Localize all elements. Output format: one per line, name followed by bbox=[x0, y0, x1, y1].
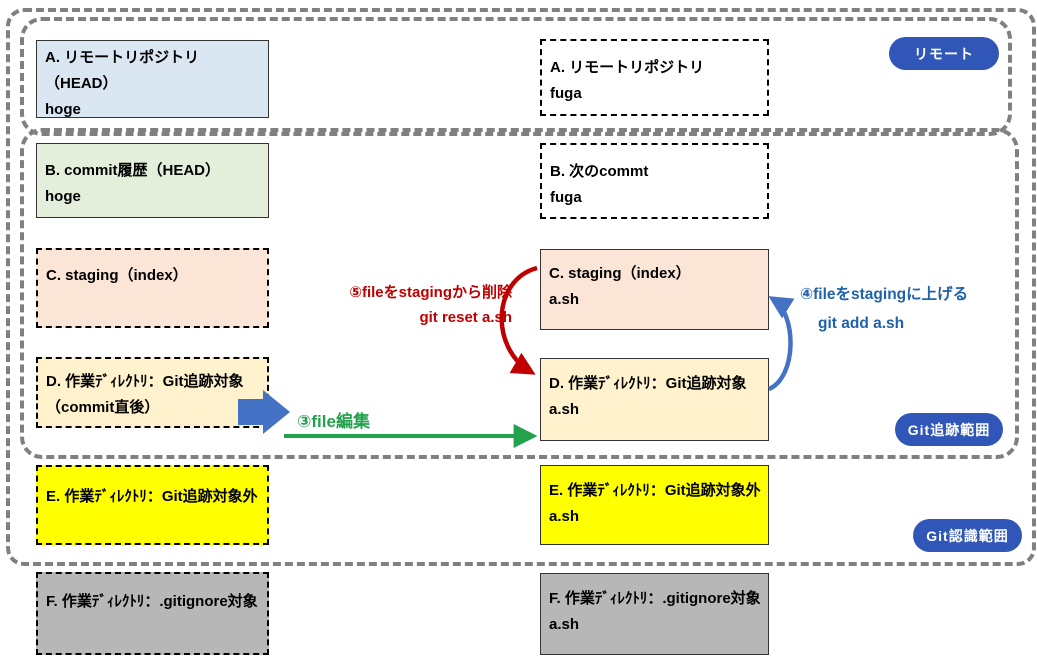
box-commit-history-left: B. commit履歴（HEAD） hoge bbox=[36, 143, 269, 218]
box-workdir-untracked-right: E. 作業ﾃﾞｨﾚｸﾄﾘ：Git追跡対象外 a.sh bbox=[540, 465, 769, 545]
box-remote-repo-right: A. リモートリポジトリ fuga bbox=[540, 39, 769, 116]
box-line: a.sh bbox=[549, 508, 580, 525]
box-line: （commit直後） bbox=[46, 399, 160, 416]
git-reset-command: git reset a.sh bbox=[419, 309, 512, 326]
box-line: （HEAD） bbox=[45, 75, 118, 92]
box-gitignore-right: F. 作業ﾃﾞｨﾚｸﾄﾘ：.gitignore対象 a.sh bbox=[540, 573, 769, 655]
git-recognition-badge: Git認識範囲 bbox=[913, 519, 1022, 552]
box-line: a.sh bbox=[549, 401, 580, 418]
box-line: A. リモートリポジトリ bbox=[550, 59, 705, 76]
box-line: a.sh bbox=[549, 616, 580, 633]
box-next-commit-right: B. 次のcommt fuga bbox=[540, 143, 769, 219]
box-line: a.sh bbox=[549, 291, 580, 308]
box-workdir-untracked-left: E. 作業ﾃﾞｨﾚｸﾄﾘ：Git追跡対象外 bbox=[36, 465, 269, 545]
git-tracking-region bbox=[20, 128, 1019, 459]
git-add-command: git add a.sh bbox=[818, 315, 905, 332]
git-add-annotation: ④fileをstagingに上げる git add a.sh bbox=[800, 280, 968, 338]
box-line: C. staging（index） bbox=[549, 265, 691, 282]
box-line: D. 作業ﾃﾞｨﾚｸﾄﾘ：Git追跡対象 bbox=[46, 373, 244, 390]
remote-badge: リモート bbox=[889, 37, 999, 70]
box-gitignore-left: F. 作業ﾃﾞｨﾚｸﾄﾘ：.gitignore対象 bbox=[36, 572, 269, 655]
box-line: E. 作業ﾃﾞｨﾚｸﾄﾘ：Git追跡対象外 bbox=[549, 482, 761, 499]
box-line: hoge bbox=[45, 188, 81, 205]
git-reset-annotation: ⑤fileをstagingから削除 git reset a.sh bbox=[310, 280, 512, 330]
box-remote-repo-left: A. リモートリポジトリ （HEAD） hoge bbox=[36, 40, 269, 118]
git-add-label: ④fileをstagingに上げる bbox=[800, 286, 969, 303]
box-line: F. 作業ﾃﾞｨﾚｸﾄﾘ：.gitignore対象 bbox=[46, 593, 258, 610]
git-tracking-badge: Git追跡範囲 bbox=[895, 413, 1003, 446]
box-line: C. staging（index） bbox=[46, 267, 188, 284]
box-line: B. commit履歴（HEAD） bbox=[45, 162, 221, 179]
file-edit-annotation: ③file編集 bbox=[297, 412, 370, 431]
box-line: D. 作業ﾃﾞｨﾚｸﾄﾘ：Git追跡対象 bbox=[549, 375, 747, 392]
box-line: F. 作業ﾃﾞｨﾚｸﾄﾘ：.gitignore対象 bbox=[549, 590, 761, 607]
box-staging-left: C. staging（index） bbox=[36, 248, 269, 328]
box-staging-right: C. staging（index） a.sh bbox=[540, 249, 769, 330]
box-line: fuga bbox=[550, 85, 582, 102]
box-line: hoge bbox=[45, 101, 81, 118]
box-line: fuga bbox=[550, 189, 582, 206]
box-line: B. 次のcommt bbox=[550, 163, 649, 180]
git-recognition-region bbox=[6, 8, 1036, 566]
box-workdir-tracked-right: D. 作業ﾃﾞｨﾚｸﾄﾘ：Git追跡対象 a.sh bbox=[540, 358, 769, 441]
box-line: E. 作業ﾃﾞｨﾚｸﾄﾘ：Git追跡対象外 bbox=[46, 488, 258, 505]
box-line: A. リモートリポジトリ bbox=[45, 49, 200, 66]
remote-region bbox=[20, 17, 1012, 136]
git-reset-label: ⑤fileをstagingから削除 bbox=[349, 284, 512, 301]
box-workdir-tracked-left: D. 作業ﾃﾞｨﾚｸﾄﾘ：Git追跡対象 （commit直後） bbox=[36, 357, 269, 428]
